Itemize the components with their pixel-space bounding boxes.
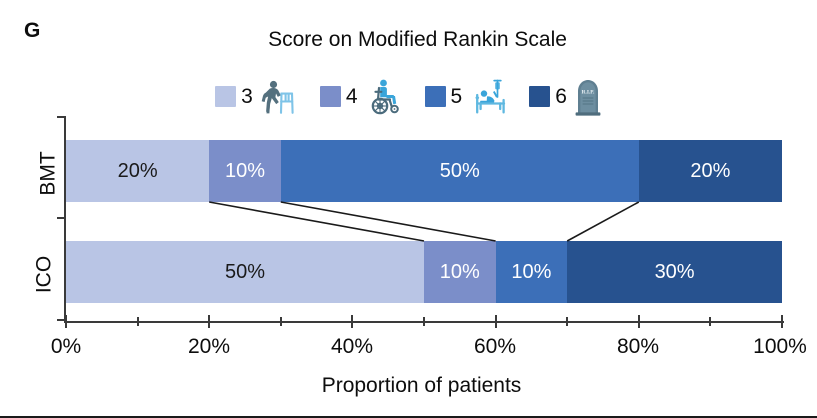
svg-text:R.I.P.: R.I.P. [581,89,594,95]
panel-letter: G [24,19,41,42]
x-tick-20 [208,315,211,328]
bar-segment-label: 50% [224,261,266,283]
x-tick-90 [709,317,712,326]
bar-segment-label: 10% [439,261,480,283]
bar-segment-ico-4[interactable]: 10% [424,241,496,303]
x-tick-100 [781,315,783,328]
bar-segment-bmt-6[interactable]: 20% [638,140,782,202]
legend-label-3: 3 [241,84,253,108]
x-tick-label-40: 40% [330,335,374,358]
x-tick-60 [494,315,497,328]
hospital-bed-icon [467,76,507,116]
bar-segment-label: 50% [439,160,480,182]
x-tick-label-0: 0% [50,335,82,358]
legend-swatch-6 [529,85,551,107]
x-tick-50 [423,317,425,326]
x-tick-label-100: 100% [753,335,807,358]
legend-item-5[interactable]: 5 [424,76,508,116]
figure-bottom-rule [0,416,817,418]
legend-label-6: 6 [555,84,567,108]
x-tick-10 [136,317,139,326]
bar-row-ico: 50% 10% 10% 30% [66,241,782,303]
bar-segment-bmt-4[interactable]: 10% [209,140,281,202]
tombstone-icon: R.I.P. [572,76,604,116]
bar-segment-ico-5[interactable]: 10% [495,241,568,303]
bar-segment-label: 20% [117,160,158,182]
x-tick-label-60: 60% [473,335,517,358]
y-tick-label-ico: ICO [32,255,56,294]
x-tick-80 [637,315,640,328]
y-axis-tick-mid [57,217,66,219]
legend-item-3[interactable]: 3 [215,76,298,116]
x-tick-label-80: 80% [616,335,660,358]
y-axis-tick-bottom [57,319,66,321]
bar-segment-ico-6[interactable]: 30% [567,241,782,303]
bar-segment-bmt-5[interactable]: 50% [280,140,639,202]
legend-swatch-5 [424,85,446,107]
y-tick-label-bmt: BMT [36,151,60,196]
legend-swatch-3 [215,85,237,107]
x-axis-title: Proportion of patients [321,374,522,397]
x-tick-40 [351,315,354,328]
plot-area: 20% 10% 50% 20% 50% 10% 10% 30 [57,116,782,321]
x-tick-label-20: 20% [187,335,231,358]
bar-segment-label: 10% [224,160,265,182]
bar-segment-ico-3[interactable]: 50% [66,241,424,303]
legend-item-4[interactable]: 4 [319,76,403,116]
chart-title: Score on Modified Rankin Scale [268,28,567,51]
legend-label-5: 5 [450,84,463,108]
legend: 3 [0,76,817,116]
bar-row-bmt: 20% 10% 50% 20% [66,140,782,202]
wheelchair-icon [363,76,403,116]
y-axis-tick-top [57,116,66,118]
x-tick-0 [65,315,67,328]
x-tick-70 [566,317,569,326]
bar-segment-bmt-3[interactable]: 20% [66,140,210,202]
legend-swatch-4 [319,85,341,107]
legend-item-6[interactable]: 6 R.I.P. [529,76,604,116]
bar-segment-label: 30% [654,261,695,283]
bar-segment-label: 10% [511,261,552,283]
walker-icon [258,76,298,116]
legend-label-4: 4 [345,84,358,108]
x-tick-30 [279,317,282,326]
bar-segment-label: 20% [690,160,731,182]
